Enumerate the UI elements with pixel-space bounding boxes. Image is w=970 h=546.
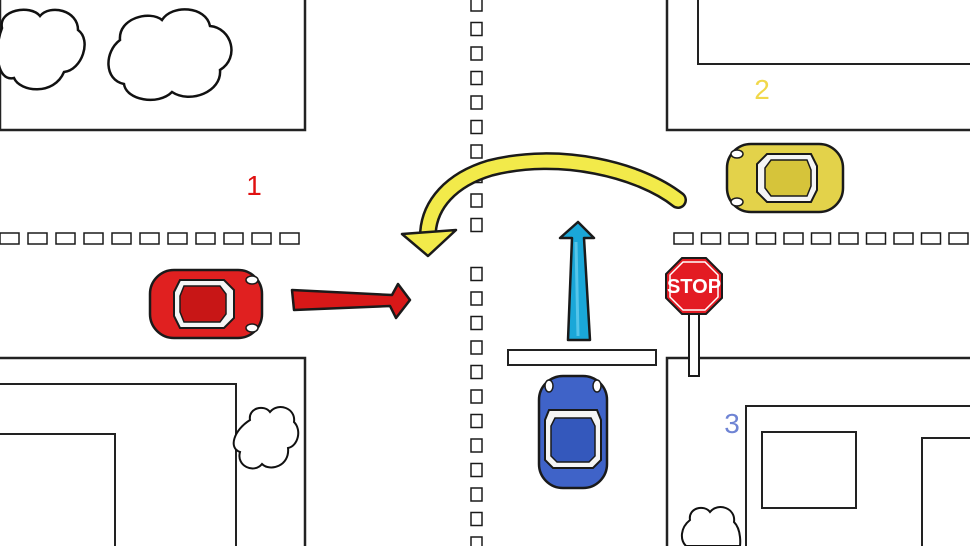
bush-icon <box>0 8 86 91</box>
label-car-3: 3 <box>724 408 740 439</box>
lane-dash <box>838 232 859 245</box>
lane-dash <box>470 340 483 355</box>
lane-dash <box>470 291 483 306</box>
label-car-1: 1 <box>246 170 262 201</box>
lane-dash <box>279 232 300 245</box>
lane-dash <box>470 389 483 404</box>
lane-dash <box>755 232 777 245</box>
block-bottom-right <box>665 356 970 546</box>
lane-dash <box>673 232 694 245</box>
lane-dash <box>470 0 483 12</box>
block-bottom-left <box>0 356 307 546</box>
lane-dash <box>470 119 483 135</box>
lane-dash <box>470 364 483 380</box>
stop-line <box>507 349 657 366</box>
stop-sign-text: STOP <box>667 276 721 298</box>
lane-dash <box>470 511 483 527</box>
lane-dash <box>470 462 483 478</box>
lane-dash <box>195 232 216 245</box>
lane-dash <box>470 21 483 37</box>
lane-dash <box>470 266 483 282</box>
lane-dash <box>111 232 132 245</box>
label-car-2: 2 <box>754 74 770 105</box>
yellow-left-turn-arrow <box>400 152 687 258</box>
lane-dash <box>0 232 20 245</box>
red-straight-arrow <box>290 282 412 320</box>
stop-sign: STOP <box>665 257 723 377</box>
bush-icon <box>680 506 742 546</box>
bush-icon <box>107 8 233 101</box>
lane-dash <box>470 536 483 546</box>
lane-dash <box>470 46 483 61</box>
bush-icon <box>232 406 300 470</box>
lane-dash <box>55 232 76 245</box>
lane-dash <box>893 232 914 245</box>
lane-dash <box>783 232 804 245</box>
lane-dash <box>920 232 942 245</box>
lane-dash <box>470 193 483 208</box>
lane-dash <box>700 232 722 245</box>
lane-dash <box>865 232 887 245</box>
red-car-icon <box>148 268 264 340</box>
lane-dash <box>470 95 483 110</box>
lane-dash <box>27 232 48 245</box>
lane-dash <box>223 232 244 245</box>
lane-dash <box>470 487 483 502</box>
lane-dash <box>139 232 160 245</box>
lane-dash <box>251 232 272 245</box>
stop-sign-octagon <box>665 257 723 315</box>
lane-dash <box>167 232 188 245</box>
lane-dash <box>728 232 749 245</box>
lane-dash <box>470 413 483 429</box>
yellow-car-icon <box>725 142 845 214</box>
lane-dash <box>470 70 483 86</box>
block-top-right <box>665 0 970 132</box>
lane-dash <box>470 438 483 453</box>
lane-dash <box>470 144 483 159</box>
lane-dash <box>83 232 104 245</box>
lane-dash <box>810 232 832 245</box>
lane-dash <box>470 217 483 233</box>
block-top-left <box>0 0 307 132</box>
lane-dash <box>470 315 483 331</box>
blue-straight-arrow <box>558 220 596 342</box>
lane-dash <box>948 232 969 245</box>
blue-car-icon <box>537 374 609 490</box>
